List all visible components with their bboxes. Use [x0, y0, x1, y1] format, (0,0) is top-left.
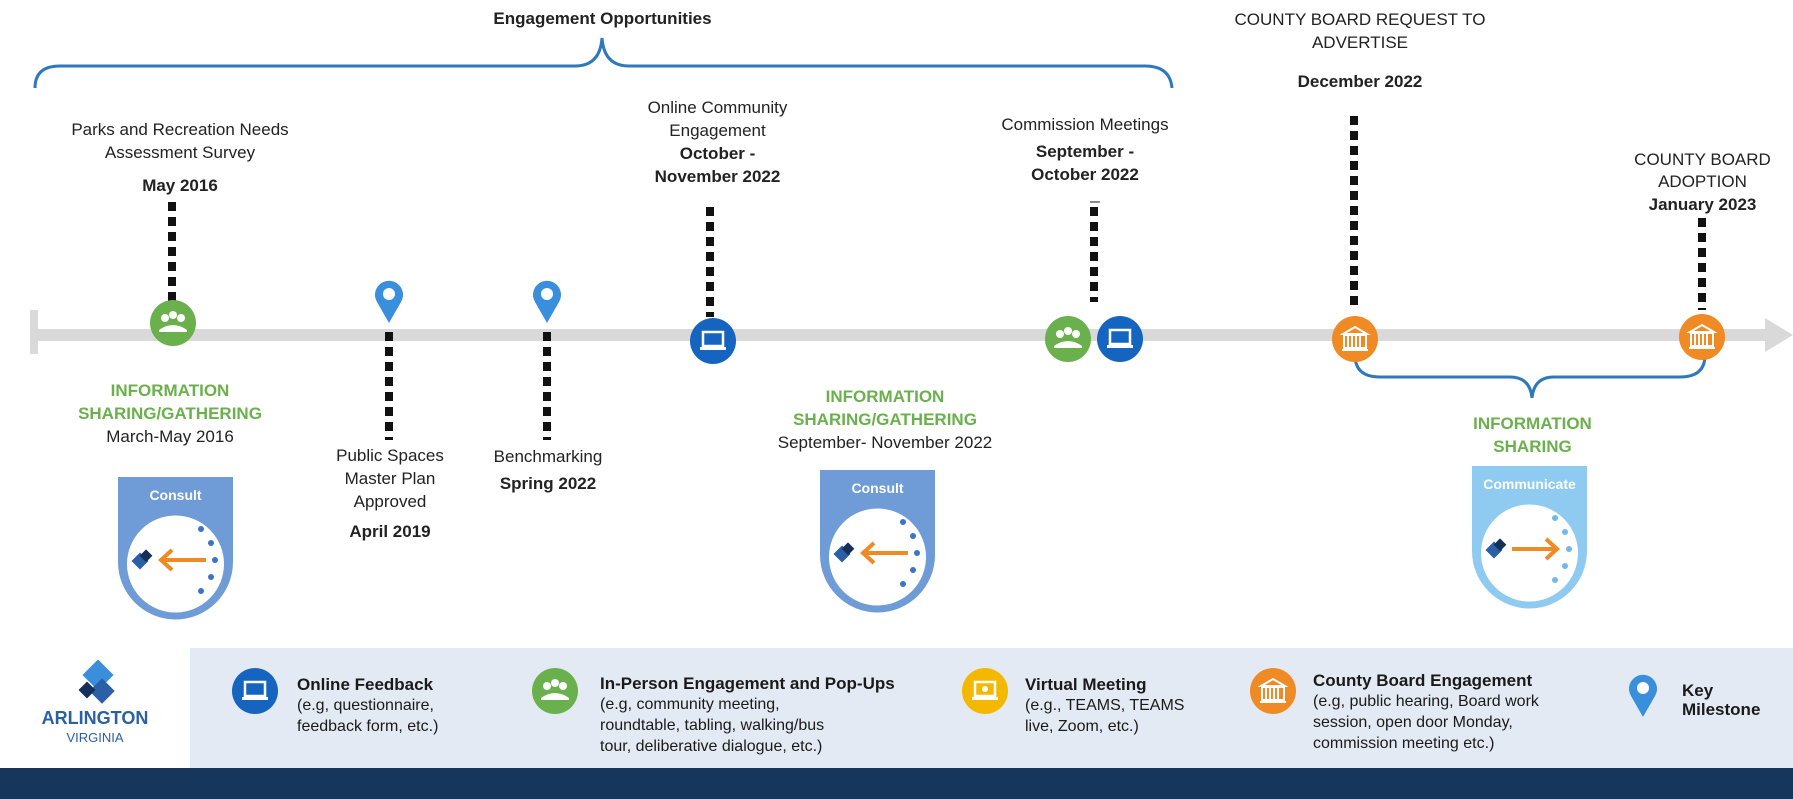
- commission-date-1: September -: [1035, 142, 1135, 161]
- board-request-connector: [1350, 116, 1358, 310]
- info-gathering-1-line1: INFORMATION: [110, 381, 230, 400]
- legend-county-desc-2: session, open door Monday,: [1313, 714, 1513, 731]
- legend-milestone-title-1: Key: [1682, 681, 1714, 700]
- info-gathering-1-line2: SHARING/GATHERING: [78, 404, 262, 423]
- county-board-icon: [1332, 316, 1378, 362]
- survey-connector: [168, 202, 176, 302]
- info-gathering-2-line1: INFORMATION: [825, 387, 945, 406]
- consult-badge: Consult: [820, 470, 935, 615]
- virtual-meeting-icon: [962, 668, 1008, 714]
- board-request-date: December 2022: [1297, 72, 1423, 91]
- communicate-badge: Communicate: [1472, 466, 1587, 611]
- survey-title-1: Parks and Recreation Needs: [71, 120, 289, 139]
- commission-connector: [1090, 207, 1098, 302]
- survey-date: May 2016: [142, 176, 218, 195]
- benchmarking-connector: [543, 332, 551, 440]
- board-request-line1: COUNTY BOARD REQUEST TO: [1234, 10, 1486, 29]
- commission-mark: _: [1090, 184, 1100, 203]
- board-adoption-line1: COUNTY BOARD: [1634, 150, 1771, 169]
- commission-date-2: October 2022: [1031, 165, 1139, 184]
- key-milestone-pin-icon: [1628, 672, 1658, 723]
- arlington-logo: ARLINGTON VIRGINIA: [0, 648, 190, 768]
- online-community-line2: Engagement: [669, 121, 766, 140]
- online-community-date-1: October -: [679, 144, 756, 163]
- board-adoption-connector: [1698, 218, 1706, 310]
- legend-online-title: Online Feedback: [297, 675, 434, 694]
- psmp-line3: Approved: [353, 492, 427, 511]
- legend-online-desc-2: feedback form, etc.): [297, 718, 439, 735]
- online-community-line1: Online Community: [647, 98, 788, 117]
- consult-badge-label: Consult: [149, 487, 202, 503]
- consult-badge: Consult: [118, 477, 233, 622]
- logo-text-1: ARLINGTON: [41, 708, 149, 728]
- engagement-opportunities-title: Engagement Opportunities: [493, 9, 712, 28]
- legend-county-desc-1: (e.g, public hearing, Board work: [1313, 693, 1539, 710]
- legend-in-person-title: In-Person Engagement and Pop-Ups: [600, 674, 895, 693]
- communicate-badge-label: Communicate: [1483, 476, 1576, 492]
- psmp-line1: Public Spaces: [336, 446, 444, 465]
- logo-text-2: VIRGINIA: [66, 730, 124, 745]
- consult-badge-label: Consult: [851, 480, 904, 496]
- psmp-line2: Master Plan: [344, 469, 436, 488]
- online-feedback-icon: [1097, 316, 1143, 362]
- legend-virtual-desc-2: live, Zoom, etc.): [1025, 718, 1139, 735]
- key-milestone-pin-icon: [374, 278, 404, 329]
- survey-title-2: Assessment Survey: [104, 143, 256, 162]
- board-adoption-date: January 2023: [1648, 195, 1757, 214]
- footer-bar: [0, 768, 1793, 799]
- legend-online-desc-1: (e.g, questionnaire,: [297, 697, 434, 714]
- legend-virtual-desc-1: (e.g., TEAMS, TEAMS: [1025, 697, 1185, 714]
- county-board-icon: [1679, 314, 1725, 360]
- info-gathering-2-line2: SHARING/GATHERING: [793, 410, 977, 429]
- online-community-connector: [706, 207, 714, 317]
- in-person-icon: [532, 668, 578, 714]
- info-gathering-2-dates: September- November 2022: [777, 433, 993, 452]
- legend-in-person-desc-1: (e.g, community meeting,: [600, 696, 780, 713]
- legend-in-person-desc-2: roundtable, tabling, walking/bus: [600, 717, 825, 734]
- legend-in-person-desc-3: tour, deliberative dialogue, etc.): [600, 738, 823, 755]
- psmp-date: April 2019: [349, 522, 431, 541]
- board-request-line2: ADVERTISE: [1311, 33, 1409, 52]
- legend-milestone-title-2: Milestone: [1682, 700, 1761, 719]
- online-community-date-2: November 2022: [654, 167, 781, 186]
- psmp-connector: [385, 332, 393, 440]
- info-sharing-line1: INFORMATION: [1473, 414, 1592, 433]
- benchmarking-date: Spring 2022: [499, 474, 597, 493]
- benchmarking-title: Benchmarking: [493, 447, 603, 466]
- in-person-icon: [150, 300, 196, 346]
- legend-virtual-title: Virtual Meeting: [1025, 675, 1147, 694]
- engagement-brace: [30, 37, 1793, 399]
- info-gathering-1-dates: March-May 2016: [106, 427, 234, 446]
- legend-county-desc-3: commission meeting etc.): [1313, 735, 1495, 752]
- online-feedback-icon: [232, 668, 278, 714]
- online-feedback-icon: [690, 318, 736, 364]
- info-sharing-line2: SHARING: [1493, 437, 1572, 456]
- in-person-icon: [1045, 316, 1091, 362]
- key-milestone-pin-icon: [532, 278, 562, 329]
- legend-county-title: County Board Engagement: [1313, 671, 1533, 690]
- county-board-icon: [1250, 668, 1296, 714]
- board-adoption-line2: ADOPTION: [1658, 172, 1747, 191]
- commission-title: Commission Meetings: [1001, 115, 1169, 134]
